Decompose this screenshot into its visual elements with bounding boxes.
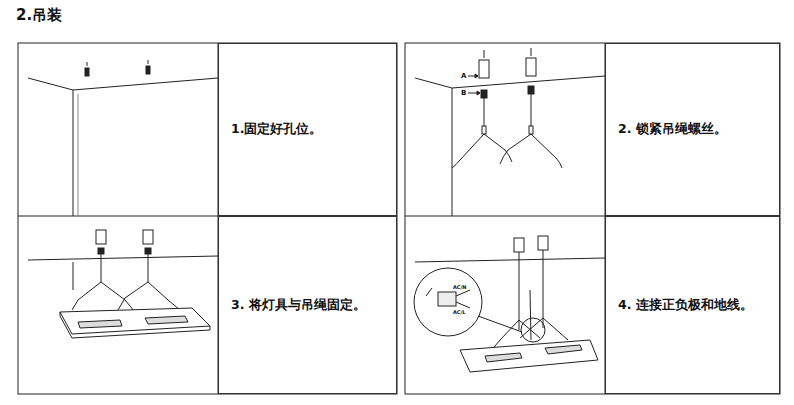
wiring-drawing <box>414 236 605 372</box>
suspension-drawing <box>415 48 605 216</box>
table-frame <box>18 43 397 394</box>
step-cell: 1.固定好孔位。 <box>218 43 397 216</box>
step-cell: 2. 锁紧吊绳螺丝。 <box>605 43 780 216</box>
callout-letter: B <box>460 90 467 97</box>
table-frame <box>405 43 780 394</box>
step-text: 2. 锁紧吊绳螺丝。 <box>618 121 727 138</box>
step-text: 4. 连接正负极和地线。 <box>618 297 753 314</box>
fixture-drawing <box>28 230 218 338</box>
step-text: 3. 将灯具与吊绳固定。 <box>231 297 366 314</box>
callout-letter: A <box>460 73 467 80</box>
terminal-label: AC/N <box>452 285 468 290</box>
ceiling-drawing <box>28 60 218 216</box>
step-text: 1.固定好孔位。 <box>231 121 322 138</box>
terminal-label: AC/L <box>452 310 467 315</box>
diagram-title: 2.吊装 <box>16 6 62 25</box>
step-cell: 4. 连接正负极和地线。 <box>605 216 780 394</box>
step-cell: 3. 将灯具与吊绳固定。 <box>218 216 397 394</box>
